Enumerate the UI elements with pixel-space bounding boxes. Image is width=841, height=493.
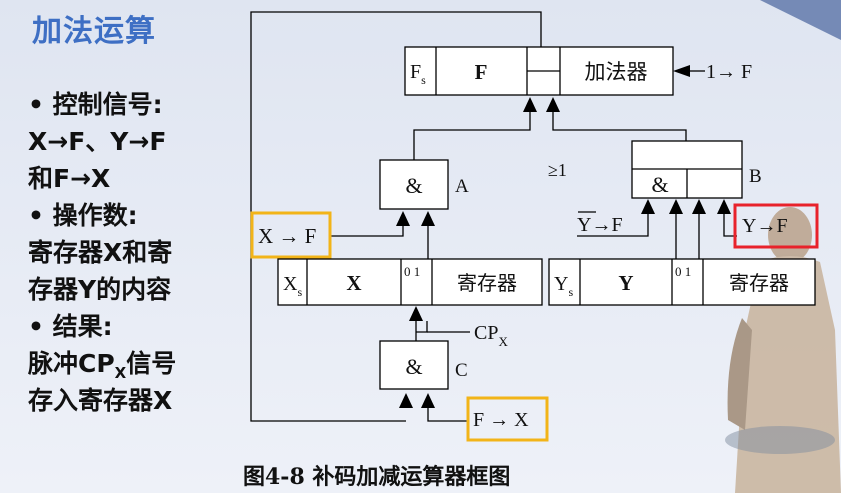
- bullet-list: • 控制信号: X→F、Y→F 和F→X • 操作数: 寄存器X和寄 存器Y的内…: [28, 86, 243, 419]
- adder-sign-label: Fs: [410, 61, 426, 87]
- gate-b-label: B: [749, 166, 762, 187]
- gate-b-wires: [577, 214, 737, 259]
- reg-x-sign-sub: s: [297, 285, 302, 299]
- adder-control-label: 1→ F: [706, 61, 752, 83]
- gate-b-arrows: [641, 199, 731, 214]
- bullet-operand-line1: 寄存器X和寄: [28, 238, 173, 267]
- gate-a-label: A: [455, 176, 469, 197]
- bullet-operand-line2: 存器Y的内容: [28, 275, 172, 304]
- reg-y-sign-main: Y: [554, 273, 568, 295]
- figure-caption: 图4-8 补码加减运算器框图: [243, 464, 511, 490]
- gate-c: & C: [379, 340, 468, 390]
- gate-a: & A: [379, 159, 469, 210]
- bullet-result-post: 信号: [126, 349, 177, 378]
- reg-y-sign-label: Ys: [554, 273, 573, 299]
- adder-block: Fs F 加法器: [404, 46, 674, 96]
- slide-title: 加法运算: [32, 14, 156, 49]
- adder-control-input: 1→ F: [673, 61, 752, 83]
- adder-sign-sub: s: [421, 73, 426, 87]
- reg-x-sign-main: X: [283, 273, 298, 295]
- x-to-f-highlight: [250, 211, 332, 259]
- reg-x-bits: 0 1: [404, 264, 420, 279]
- gate-a-wires: [330, 226, 429, 259]
- gate-a-symbol: &: [405, 173, 422, 198]
- adder-label: 加法器: [585, 60, 648, 84]
- f-to-x-label: F → X: [473, 409, 529, 431]
- reg-y-bits: 0 1: [675, 264, 691, 279]
- clock-label: CPX: [474, 322, 508, 349]
- feedback-wire: [250, 11, 542, 422]
- x-to-f-label: X → F: [258, 224, 316, 248]
- adder-input-arrows: [523, 97, 560, 112]
- statue-figure-decor: [725, 207, 841, 493]
- reg-y-name: Y: [618, 271, 633, 295]
- feedback-arrows: [399, 393, 435, 408]
- adder-name: F: [475, 60, 488, 84]
- reg-x-sign-label: Xs: [283, 273, 302, 299]
- bullet-result-line2: 存入寄存器X: [28, 386, 173, 415]
- gate-b: & B ≥1: [548, 140, 762, 199]
- bullet-result-pre: 脉冲CP: [28, 349, 115, 378]
- bullet-control-head: • 控制信号:: [28, 90, 163, 119]
- f-to-x-highlight: [466, 396, 549, 442]
- register-y: Ys Y 0 1 寄存器: [548, 258, 816, 306]
- gate-c-label: C: [455, 360, 468, 381]
- bullet-result-head: • 结果:: [28, 312, 113, 341]
- clock-sub: X: [498, 334, 508, 349]
- y-to-f-label: Y→F: [742, 215, 788, 237]
- gate-b-symbol: &: [651, 172, 668, 197]
- bullet-operand-head: • 操作数:: [28, 201, 138, 230]
- y-bar-to-f-label: Y→F: [577, 214, 623, 236]
- bullet-result-sub: X: [114, 364, 127, 382]
- adder-sign-main: F: [410, 61, 421, 83]
- bullet-control-line1: X→F、Y→F: [28, 127, 167, 156]
- bullet-control-line2: 和F→X: [28, 164, 111, 193]
- or-gate-symbol: ≥1: [548, 160, 567, 180]
- adder-input-wires: [413, 112, 687, 160]
- reg-x-name: X: [346, 271, 361, 295]
- bullet-result-line1: 脉冲CPX信号: [28, 345, 243, 382]
- clock-arrow: [409, 306, 423, 321]
- reg-x-label: 寄存器: [457, 272, 517, 295]
- clock-main: CP: [474, 322, 498, 344]
- y-to-f-highlight: [733, 203, 819, 249]
- reg-y-sign-sub: s: [568, 285, 573, 299]
- clock-wire: [415, 321, 470, 341]
- f-to-x-wire: [427, 408, 468, 422]
- register-x: Xs X 0 1 寄存器: [277, 258, 543, 306]
- reg-y-label: 寄存器: [729, 272, 789, 295]
- gate-a-arrows: [396, 211, 435, 226]
- gate-c-symbol: &: [405, 354, 422, 379]
